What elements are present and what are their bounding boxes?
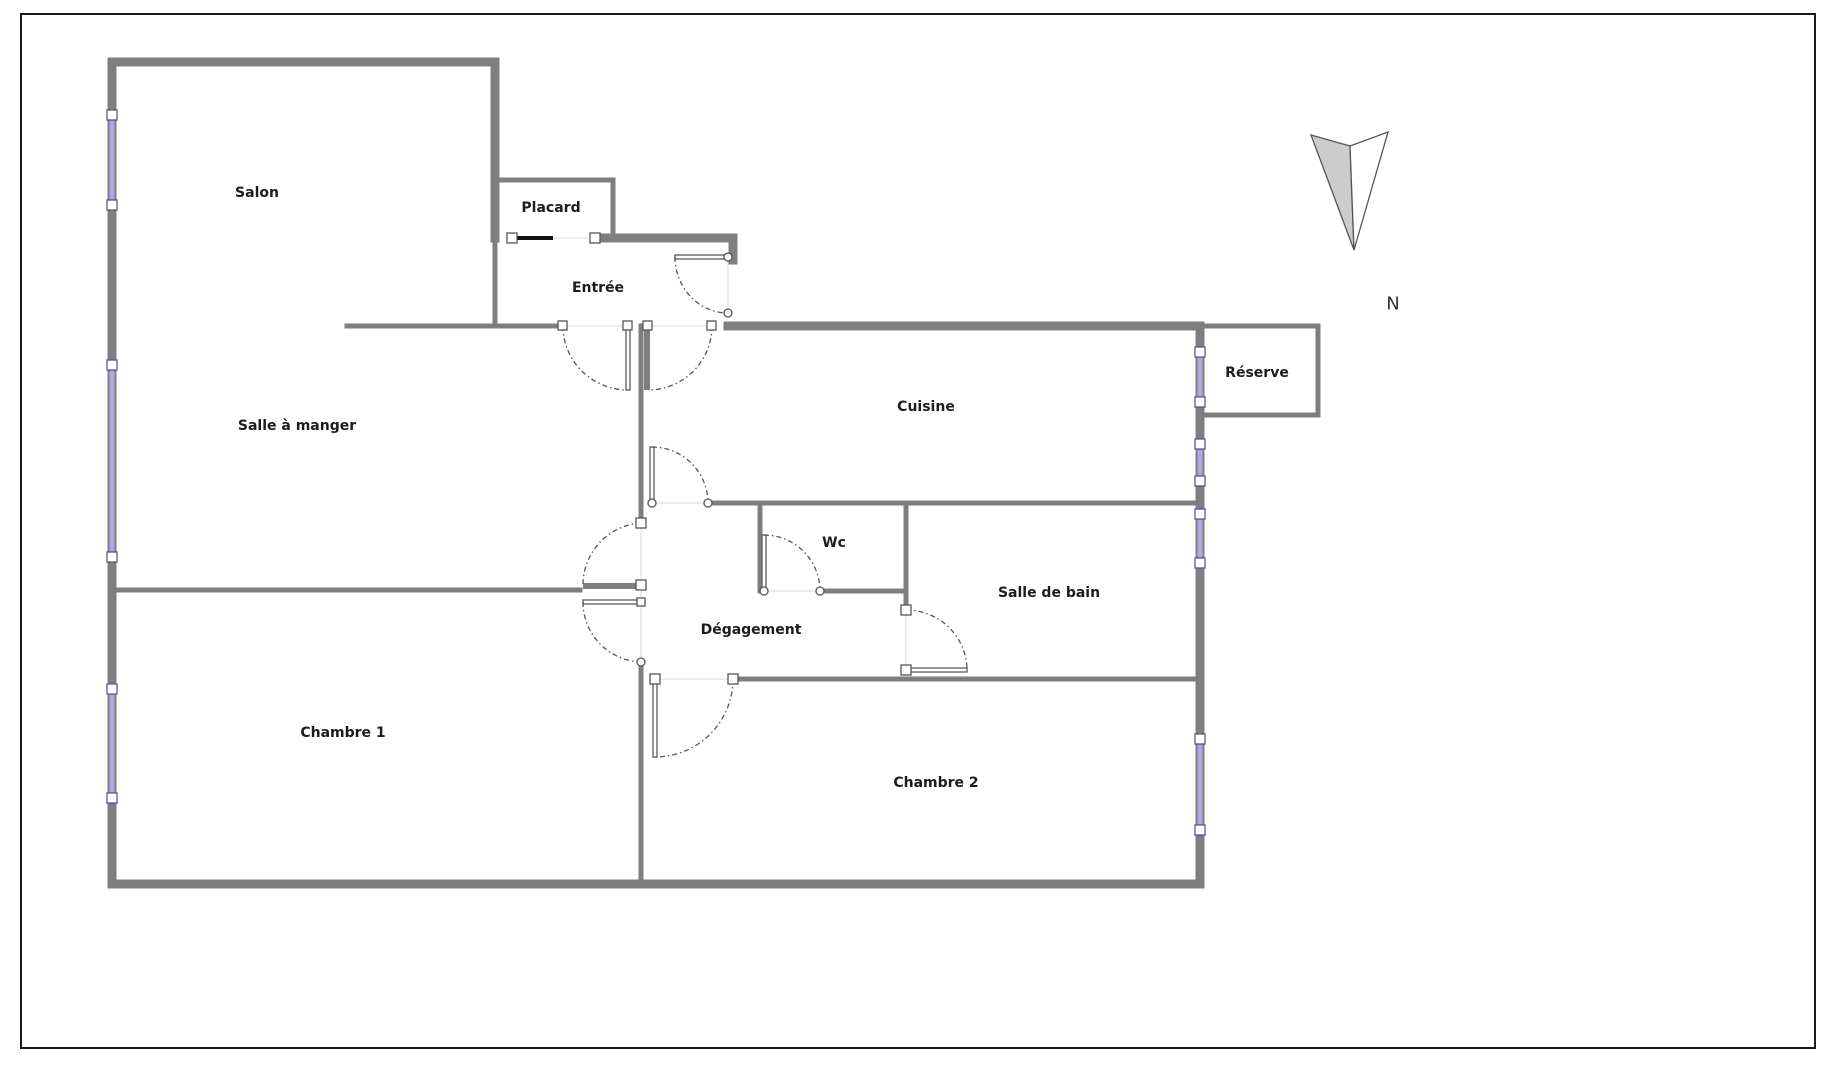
doors: [506, 232, 968, 758]
north-label: N: [1386, 293, 1400, 315]
room-label-reserve: Réserve: [1225, 365, 1289, 381]
room-label-degagement: Dégagement: [700, 622, 802, 638]
room-label-salon: Salon: [235, 185, 279, 201]
inner-walls: [109, 177, 1321, 887]
room-label-placard: Placard: [521, 200, 581, 216]
room-label-cuisine: Cuisine: [897, 399, 955, 415]
room-label-chambre-1: Chambre 1: [300, 725, 386, 741]
windows: [106, 109, 1206, 836]
room-label-salle-a-manger: Salle à manger: [237, 418, 357, 434]
room-label-salle-de-bain: Salle de bain: [997, 585, 1101, 601]
room-label-entree: Entrée: [571, 280, 625, 296]
compass-arrow-icon: [1309, 130, 1389, 251]
room-label-wc: Wc: [822, 535, 846, 551]
plan-frame: [20, 13, 1816, 1049]
room-label-chambre-2: Chambre 2: [893, 775, 979, 791]
